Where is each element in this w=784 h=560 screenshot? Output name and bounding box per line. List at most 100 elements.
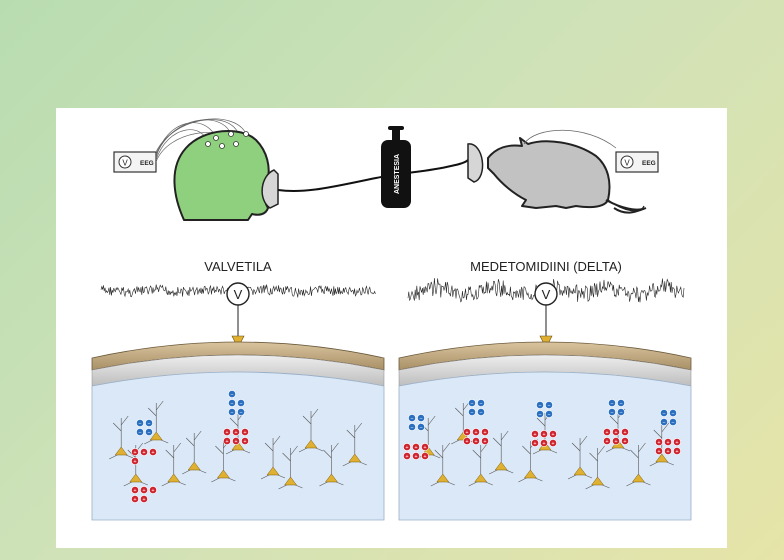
- positive-charge: +: [403, 443, 411, 451]
- positive-charge: +: [421, 452, 429, 460]
- neuron-soma: [284, 476, 298, 486]
- right-voltmeter-symbol: V: [542, 287, 551, 302]
- positive-charge: +: [403, 452, 411, 460]
- positive-charge: +: [223, 428, 231, 436]
- neuron-soma: [436, 473, 450, 483]
- positive-charge: +: [463, 428, 471, 436]
- tank-label: ANESTESIA: [394, 154, 401, 194]
- neuron-dendrite: [278, 445, 303, 490]
- neuron-soma: [474, 473, 488, 483]
- negative-charge: −: [228, 390, 236, 398]
- positive-charge: +: [131, 457, 139, 465]
- human-electrodes: [205, 131, 249, 149]
- positive-charge: +: [481, 428, 489, 436]
- svg-text:+: +: [657, 440, 660, 446]
- svg-text:+: +: [423, 445, 426, 451]
- positive-charge: +: [655, 438, 663, 446]
- neuron-dendrite: [342, 422, 367, 467]
- svg-text:+: +: [605, 439, 608, 445]
- svg-text:−: −: [547, 412, 550, 418]
- human-mask: [261, 169, 279, 209]
- svg-text:+: +: [414, 445, 417, 451]
- positive-charge: +: [472, 437, 480, 445]
- neuron-soma: [167, 473, 181, 483]
- negative-charge: −: [477, 399, 485, 407]
- svg-text:−: −: [662, 411, 665, 417]
- svg-text:−: −: [239, 410, 242, 416]
- neuron-soma: [348, 453, 362, 463]
- neuron-soma: [114, 446, 128, 456]
- svg-text:−: −: [419, 416, 422, 422]
- svg-text:−: −: [230, 392, 233, 398]
- negative-charge: −: [237, 408, 245, 416]
- negative-charge: −: [545, 410, 553, 418]
- svg-text:+: +: [142, 497, 145, 503]
- svg-text:−: −: [547, 403, 550, 409]
- svg-text:+: +: [474, 439, 477, 445]
- svg-text:+: +: [414, 454, 417, 460]
- svg-text:−: −: [147, 421, 150, 427]
- neuron-soma: [216, 469, 230, 479]
- neuron-soma: [149, 431, 163, 441]
- negative-charge: −: [617, 408, 625, 416]
- anesthesia-tank: ANESTESIA: [381, 126, 411, 208]
- positive-charge: +: [232, 428, 240, 436]
- svg-text:−: −: [230, 401, 233, 407]
- negative-charge: −: [608, 399, 616, 407]
- neuron-dendrite: [451, 400, 476, 445]
- svg-text:−: −: [410, 416, 413, 422]
- positive-charge: +: [664, 438, 672, 446]
- svg-text:+: +: [234, 430, 237, 436]
- human-eeg-device: V EEG: [113, 151, 157, 173]
- positive-charge: +: [655, 447, 663, 455]
- negative-charge: −: [545, 401, 553, 409]
- positive-charge: +: [612, 428, 620, 436]
- neuron-soma: [523, 469, 537, 479]
- positive-charge: +: [412, 452, 420, 460]
- svg-text:+: +: [483, 439, 486, 445]
- positive-charge: +: [131, 448, 139, 456]
- neuron-dendrite: [430, 442, 455, 487]
- svg-text:+: +: [551, 432, 554, 438]
- negative-charge: −: [136, 428, 144, 436]
- neuron-dendrite: [144, 400, 169, 445]
- svg-text:+: +: [533, 432, 536, 438]
- positive-charge: +: [223, 437, 231, 445]
- negative-charge: −: [608, 408, 616, 416]
- svg-text:−: −: [410, 425, 413, 431]
- positive-charge: +: [149, 486, 157, 494]
- svg-text:+: +: [142, 488, 145, 494]
- svg-text:−: −: [610, 410, 613, 416]
- svg-text:+: +: [666, 449, 669, 455]
- left-voltmeter: V: [226, 282, 250, 343]
- svg-text:−: −: [538, 412, 541, 418]
- negative-charge: −: [468, 408, 476, 416]
- svg-text:+: +: [542, 441, 545, 447]
- svg-text:+: +: [423, 454, 426, 460]
- svg-text:+: +: [623, 439, 626, 445]
- neuron-dendrite: [260, 435, 286, 480]
- svg-text:+: +: [533, 441, 536, 447]
- svg-text:+: +: [614, 430, 617, 436]
- right-electrode-screw: [539, 335, 553, 343]
- svg-text:+: +: [405, 445, 408, 451]
- neuron-soma: [591, 476, 605, 486]
- svg-text:−: −: [662, 420, 665, 426]
- positive-charge: +: [131, 486, 139, 494]
- neuron-dendrite: [109, 415, 134, 460]
- positive-charge: +: [412, 443, 420, 451]
- neuron-dendrite: [585, 445, 610, 490]
- svg-text:+: +: [623, 430, 626, 436]
- neuron-soma: [655, 453, 669, 463]
- positive-charge: +: [149, 448, 157, 456]
- left-voltmeter-symbol: V: [234, 287, 243, 302]
- mouse-tail: [605, 199, 647, 214]
- mouse-body: [487, 137, 611, 209]
- svg-text:+: +: [474, 430, 477, 436]
- svg-text:−: −: [230, 410, 233, 416]
- svg-text:+: +: [542, 432, 545, 438]
- svg-text:−: −: [138, 430, 141, 436]
- neuron-dendrite: [468, 442, 493, 487]
- positive-charge: +: [603, 437, 611, 445]
- positive-charge: +: [549, 439, 557, 447]
